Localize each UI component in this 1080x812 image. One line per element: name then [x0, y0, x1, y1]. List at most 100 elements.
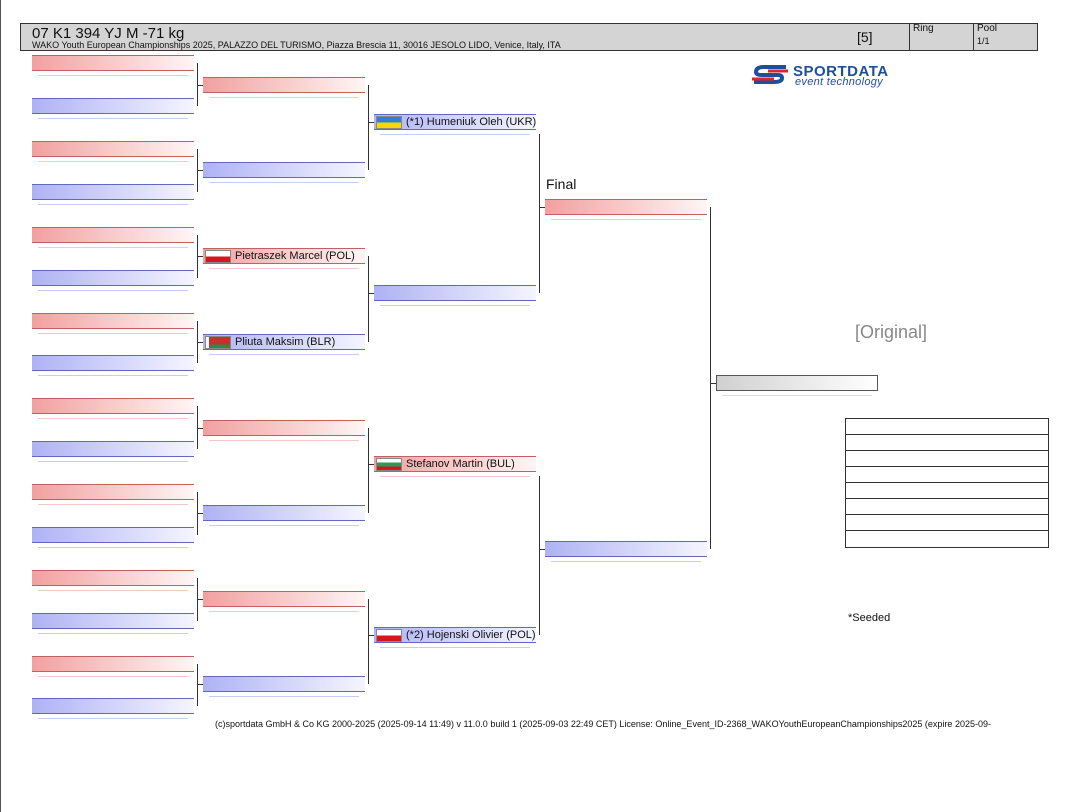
fighter-slot-stefanov: Stefanov Martin (BUL) [374, 456, 536, 472]
bracket-connector [710, 207, 711, 549]
bracket-connector [539, 207, 545, 208]
slot-underline [380, 134, 530, 135]
empty-slot-blue [32, 355, 194, 371]
empty-slot-red [32, 55, 194, 71]
empty-slot-blue [32, 98, 194, 114]
slot-underline [38, 504, 188, 505]
bracket-connector [539, 476, 540, 635]
fighter-slot-humeniuk: (*1) Humeniuk Oleh (UKR) [374, 114, 536, 130]
results-row [846, 451, 1048, 467]
slot-underline [38, 290, 188, 291]
seeded-note: *Seeded [848, 612, 891, 624]
slot-underline [38, 118, 188, 119]
bracket-connector [710, 383, 716, 384]
slot-underline [38, 461, 188, 462]
fighter-slot-pliuta: Pliuta Maksim (BLR) [203, 334, 365, 350]
results-table [845, 418, 1049, 548]
bracket-header: 07 K1 394 YJ M -71 kg WAKO Youth Europea… [20, 23, 1038, 51]
results-row [846, 515, 1048, 531]
results-row [846, 467, 1048, 483]
fighter-name: Stefanov Martin (BUL) [406, 458, 515, 470]
flag-icon [205, 336, 231, 349]
bracket-connector [368, 85, 369, 170]
slot-underline [209, 611, 359, 612]
slot-underline [380, 476, 530, 477]
bracket-connector [368, 599, 369, 684]
empty-slot-blue [203, 676, 365, 692]
results-row [846, 499, 1048, 515]
empty-slot-red [203, 420, 365, 436]
results-row [846, 531, 1048, 547]
slot-underline [551, 219, 701, 220]
bracket-connector [197, 684, 203, 685]
empty-slot-red [32, 227, 194, 243]
slot-underline [38, 633, 188, 634]
bracket-connector [368, 464, 374, 465]
license-footer: (c)sportdata GmbH & Co KG 2000-2025 (202… [215, 719, 991, 729]
pool-label: Pool [977, 23, 998, 34]
slot-underline [38, 161, 188, 162]
ring-cell: Ring [909, 23, 973, 51]
empty-slot-red [32, 141, 194, 157]
bracket-connector [197, 599, 203, 600]
logo-tagline: event technology [795, 76, 883, 88]
ring-label: Ring [913, 23, 934, 34]
results-row [846, 483, 1048, 499]
empty-slot-red [32, 484, 194, 500]
fighter-name: Pietraszek Marcel (POL) [235, 250, 355, 262]
flag-icon [376, 116, 402, 129]
empty-slot-red [32, 570, 194, 586]
empty-slot-blue [32, 441, 194, 457]
flag-icon [376, 629, 402, 642]
original-watermark: [Original] [855, 322, 928, 342]
empty-slot-red [203, 77, 365, 93]
slot-underline [38, 375, 188, 376]
bracket-connector [368, 428, 369, 513]
sportdata-logo: SPORTDATA event technology [750, 63, 930, 91]
fighter-name: (*2) Hojenski Olivier (POL) [406, 629, 536, 641]
slot-underline [38, 590, 188, 591]
flag-icon [376, 458, 402, 471]
flag-icon [205, 250, 231, 263]
slot-underline [551, 561, 701, 562]
slot-underline [209, 97, 359, 98]
bracket-connector [197, 63, 198, 106]
empty-slot-blue [32, 270, 194, 286]
page-edge [0, 0, 1, 812]
empty-slot-red [32, 656, 194, 672]
bracket-connector [197, 428, 203, 429]
slot-underline [209, 268, 359, 269]
slot-underline [209, 440, 359, 441]
results-row [846, 435, 1048, 451]
empty-slot-red [203, 591, 365, 607]
fighter-slot-pietraszek: Pietraszek Marcel (POL) [203, 248, 365, 264]
bracket-connector [368, 256, 369, 342]
bracket-connector [368, 122, 374, 123]
event-subtitle: WAKO Youth European Championships 2025, … [32, 40, 561, 50]
bracket-connector [539, 549, 545, 550]
slot-underline [38, 204, 188, 205]
slot-underline [38, 676, 188, 677]
empty-slot-blue [32, 184, 194, 200]
slot-underline [209, 182, 359, 183]
empty-slot-grey [716, 375, 878, 391]
slot-underline [722, 395, 872, 396]
bracket-connector [197, 342, 203, 343]
slot-underline [38, 418, 188, 419]
empty-slot-blue [32, 527, 194, 543]
empty-slot-blue [545, 541, 707, 557]
final-label: Final [546, 176, 577, 192]
bracket-connector [539, 134, 540, 293]
bracket-connector [368, 635, 374, 636]
slot-underline [209, 354, 359, 355]
fighter-name: Pliuta Maksim (BLR) [235, 336, 336, 348]
slot-underline [209, 696, 359, 697]
empty-slot-blue [203, 162, 365, 178]
bracket-connector [368, 293, 374, 294]
slot-underline [38, 247, 188, 248]
fighter-slot-hojenski: (*2) Hojenski Olivier (POL) [374, 627, 536, 643]
empty-slot-red [32, 313, 194, 329]
bracket-connector [197, 664, 198, 706]
bracket-connector [197, 170, 203, 171]
results-row [846, 419, 1048, 435]
